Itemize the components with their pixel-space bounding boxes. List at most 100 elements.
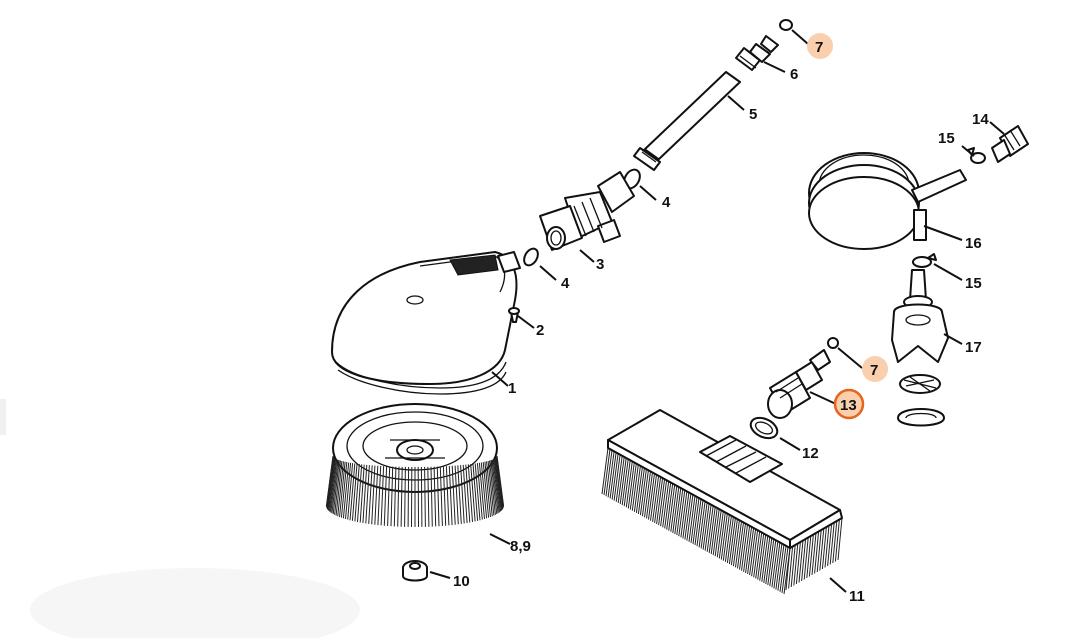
bristle xyxy=(737,522,744,569)
part-2-screw[interactable] xyxy=(508,307,520,323)
bristle xyxy=(696,500,704,547)
callout-15-lower[interactable]: 15 xyxy=(965,275,982,292)
bristle xyxy=(722,514,730,561)
bristle xyxy=(747,527,755,575)
bristle xyxy=(494,458,503,511)
bristle xyxy=(765,537,773,585)
bristle xyxy=(710,507,718,555)
part-12-seal[interactable] xyxy=(748,414,781,442)
bristle xyxy=(619,457,627,505)
part-10-nut[interactable] xyxy=(402,560,428,582)
bristle xyxy=(668,484,676,531)
bristle xyxy=(330,459,338,513)
bristle xyxy=(335,460,343,516)
bristle xyxy=(781,546,789,593)
bristle xyxy=(829,522,835,565)
bristle xyxy=(767,539,775,586)
part-13-adapter[interactable] xyxy=(767,349,831,419)
bristle xyxy=(702,503,710,550)
callout-13[interactable]: 13 xyxy=(840,397,857,414)
callout-7-lower[interactable]: 7 xyxy=(870,362,878,379)
part-1-housing[interactable] xyxy=(331,251,521,395)
callout-8-9[interactable]: 8,9 xyxy=(510,538,531,555)
part-15-clamp-upper[interactable] xyxy=(967,147,986,164)
bristle xyxy=(420,466,423,527)
bristle xyxy=(749,529,757,576)
bristle xyxy=(641,470,649,517)
bristle xyxy=(339,461,346,518)
part-8-9-round-brush[interactable] xyxy=(325,403,505,528)
bristle xyxy=(803,537,809,580)
bristle xyxy=(769,540,777,587)
bristle xyxy=(741,524,748,571)
bristle xyxy=(798,540,804,583)
part-7-oring-lower[interactable] xyxy=(827,337,839,349)
bristle xyxy=(491,459,499,514)
part-5-extension-tube[interactable] xyxy=(633,71,741,171)
part-17-filter[interactable] xyxy=(891,269,949,427)
callout-12[interactable]: 12 xyxy=(802,445,819,462)
bristle xyxy=(427,466,430,527)
bristle xyxy=(493,458,501,512)
bristle xyxy=(684,493,692,540)
bristle xyxy=(489,460,496,515)
bristle xyxy=(467,464,473,523)
bristle xyxy=(627,462,635,509)
bristle xyxy=(652,475,660,522)
callout-11[interactable]: 11 xyxy=(849,588,865,605)
callout-17[interactable]: 17 xyxy=(965,339,982,356)
bristle xyxy=(625,461,633,508)
bristle xyxy=(795,541,801,585)
bristle xyxy=(404,466,406,527)
bristle xyxy=(478,462,485,520)
callout-4-upper[interactable]: 4 xyxy=(662,194,671,211)
part-11-flat-brush[interactable] xyxy=(601,409,843,595)
bristle xyxy=(342,462,350,519)
callout-2[interactable]: 2 xyxy=(536,322,544,339)
callout-10[interactable]: 10 xyxy=(453,573,470,590)
bristle xyxy=(834,519,840,562)
bristle xyxy=(374,465,379,525)
callout-3[interactable]: 3 xyxy=(596,256,604,273)
bristle xyxy=(635,466,643,513)
bristle xyxy=(484,461,491,518)
callout-14[interactable]: 14 xyxy=(972,111,989,128)
bristle xyxy=(611,453,619,500)
bristle xyxy=(824,525,830,568)
callout-15-upper[interactable]: 15 xyxy=(938,130,955,147)
callout-16[interactable]: 16 xyxy=(965,235,982,252)
callout-4-lower[interactable]: 4 xyxy=(561,275,570,292)
bristle xyxy=(700,502,708,549)
callout-7-upper[interactable]: 7 xyxy=(815,39,823,56)
bristle xyxy=(724,515,732,562)
bristle xyxy=(666,483,674,530)
part-3-handle-joint[interactable] xyxy=(539,171,635,251)
bristle xyxy=(496,455,505,507)
part-7-oring-upper[interactable] xyxy=(779,19,793,31)
part-4-oring-lower[interactable] xyxy=(521,246,540,268)
bristle xyxy=(708,506,716,553)
bristle xyxy=(785,547,791,591)
bristle xyxy=(704,504,712,551)
part-15-clamp-lower[interactable] xyxy=(912,253,937,268)
leader-lines xyxy=(429,29,1005,593)
bristle xyxy=(351,463,358,521)
bristle xyxy=(664,482,672,529)
callout-6[interactable]: 6 xyxy=(790,66,798,83)
callout-1[interactable]: 1 xyxy=(508,380,516,397)
bristle xyxy=(340,462,348,518)
part-14-fitting[interactable] xyxy=(991,125,1029,163)
bristle xyxy=(674,487,682,535)
part-6-connector[interactable] xyxy=(735,35,779,71)
bristle xyxy=(753,531,761,578)
bristle xyxy=(714,510,722,557)
bristle xyxy=(793,543,799,586)
callout-5[interactable]: 5 xyxy=(749,106,757,123)
part-16-coiled-hose[interactable] xyxy=(808,152,967,250)
bristle xyxy=(436,466,440,527)
bristle xyxy=(357,464,363,523)
bristle xyxy=(672,486,680,533)
bristle xyxy=(480,462,488,519)
bristle xyxy=(763,536,771,583)
bristle xyxy=(400,466,403,527)
